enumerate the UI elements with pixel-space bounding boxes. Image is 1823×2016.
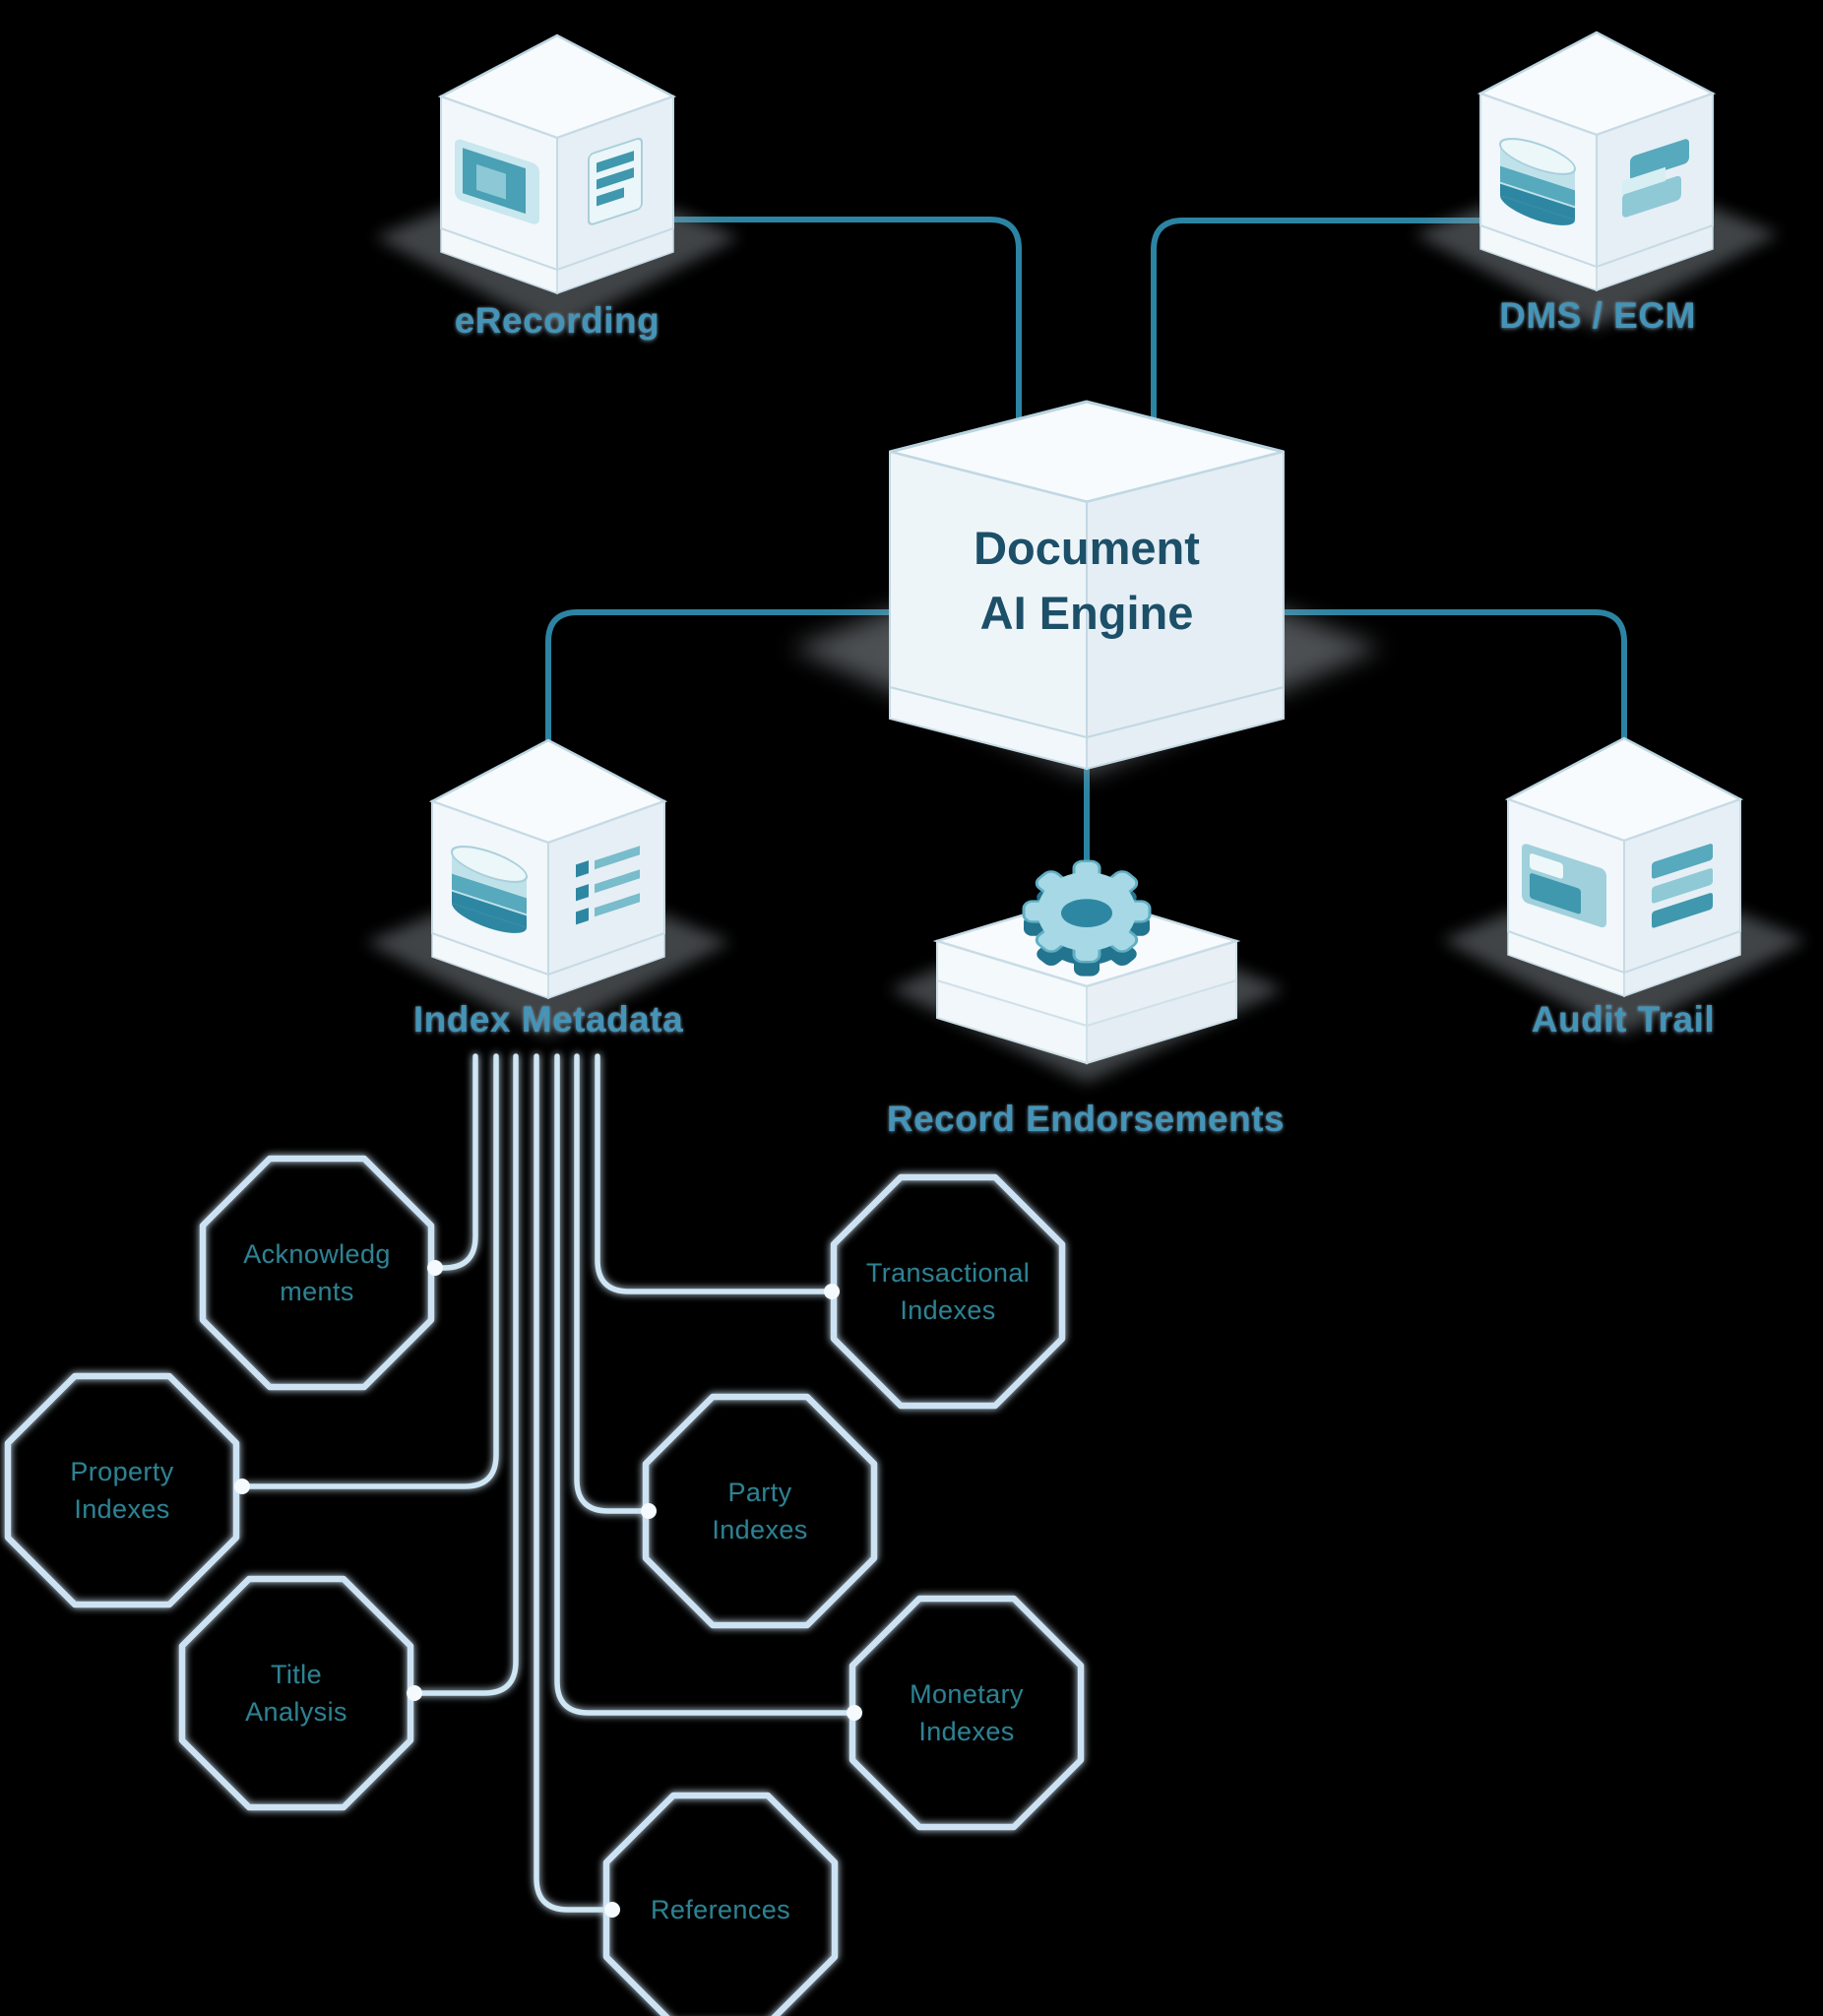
connector-engine-to-audit-trail [1282, 609, 1627, 748]
dms-ecm-cube [1414, 31, 1779, 328]
label-acknowledgments: Acknowledg ments [243, 1235, 391, 1310]
label-monetary-indexes: Monetary Indexes [910, 1675, 1024, 1750]
branch-title-analysis [411, 1053, 519, 1696]
branch-acknowledgments [432, 1053, 478, 1271]
branch-party-indexes [574, 1053, 652, 1514]
gear-hub [1061, 899, 1112, 927]
label-record-endorsements: Record Endorsements [886, 1099, 1286, 1139]
connector-engine-to-index-metadata [545, 609, 892, 750]
list-icon [576, 846, 640, 925]
branch-monetary-indexes [554, 1053, 857, 1716]
label-party-indexes: Party Indexes [712, 1474, 807, 1548]
gear-icon [1022, 859, 1152, 976]
engine-label-line1: Document [974, 522, 1200, 574]
octagon-label-line: Indexes [900, 1295, 996, 1325]
label-index-metadata: Index Metadata [412, 999, 684, 1040]
octagon-label-line: Acknowledg [243, 1239, 391, 1269]
audit-trail-cube [1442, 736, 1806, 1034]
index-metadata-cube [366, 738, 730, 1036]
octagon-label-line: ments [280, 1277, 354, 1306]
erecording-cube [375, 33, 739, 331]
octagon-label-line: Indexes [712, 1515, 808, 1544]
teal-connectors [545, 217, 1627, 871]
label-transactional-indexes: Transactional Indexes [866, 1254, 1030, 1329]
database-icon [1499, 138, 1576, 225]
bars-icon [1652, 844, 1713, 928]
label-title-analysis: Title Analysis [245, 1656, 347, 1731]
branch-transactional-indexes [595, 1053, 835, 1294]
octagon-label-line: Transactional [865, 1258, 1031, 1288]
document-ai-engine-cube [791, 400, 1382, 776]
octagon-label-line: Property [70, 1457, 174, 1486]
branch-property-indexes [239, 1053, 499, 1489]
engine-label: Document AI Engine [974, 516, 1200, 646]
cube-right-face [1086, 450, 1285, 739]
label-erecording: eRecording [454, 300, 660, 341]
label-dms-ecm: DMS / ECM [1499, 295, 1696, 336]
engine-label-line2: AI Engine [979, 587, 1194, 639]
database-icon [451, 846, 528, 933]
octagon-label-line: Indexes [74, 1494, 170, 1524]
octagon-label-line: Analysis [245, 1697, 347, 1727]
label-audit-trail: Audit Trail [1531, 999, 1716, 1040]
document-icon [588, 137, 643, 225]
index-metadata-branches [239, 1053, 857, 1913]
octagon-label-line: References [650, 1895, 791, 1924]
octagon-label-line: Party [727, 1478, 792, 1507]
label-references: References [651, 1891, 790, 1928]
connector-dms-to-engine [1151, 218, 1480, 425]
folder-icon [1522, 844, 1606, 928]
octagon-label-line: Monetary [910, 1679, 1024, 1709]
octagon-label-line: Title [270, 1660, 322, 1689]
connector-erecording-to-engine [673, 217, 1022, 425]
stacked-sheets-icon [1622, 139, 1689, 218]
connection-nubs [234, 1260, 862, 1918]
monitor-icon [455, 139, 539, 224]
label-property-indexes: Property Indexes [70, 1453, 173, 1528]
branch-references [534, 1053, 615, 1913]
octagon-label-line: Indexes [918, 1717, 1015, 1746]
